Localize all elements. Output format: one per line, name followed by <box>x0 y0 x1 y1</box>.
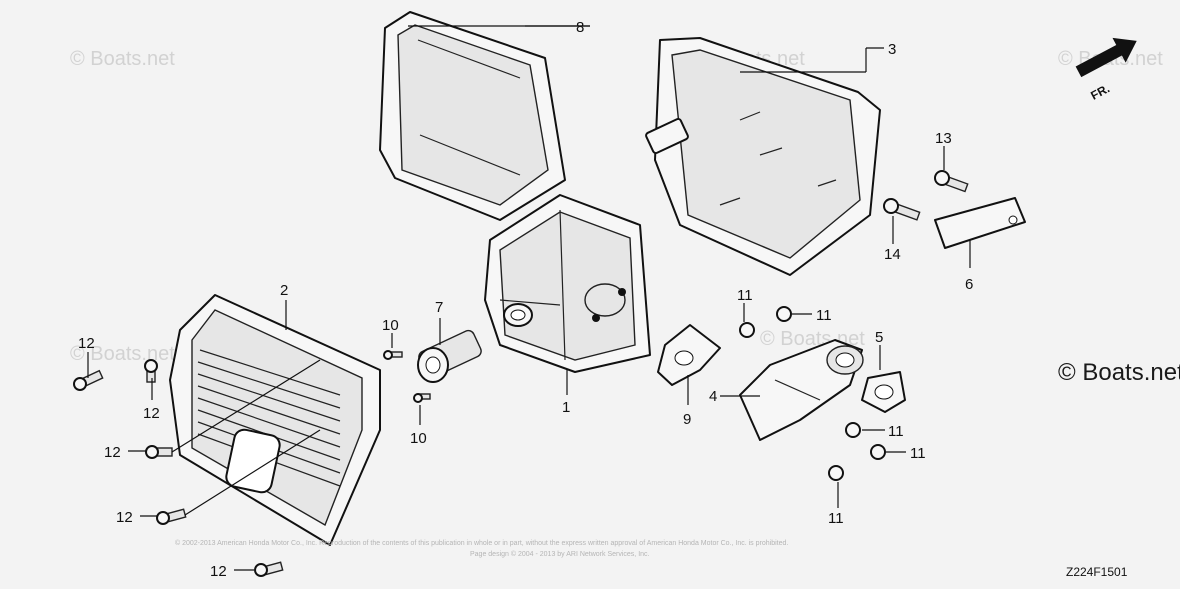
callout-10-lower: 10 <box>410 430 427 447</box>
callout-14: 14 <box>884 246 901 263</box>
callout-12-d: 12 <box>116 509 133 526</box>
watermark-right-mid: © Boats.net <box>1058 359 1180 386</box>
callout-12-e: 12 <box>210 563 227 580</box>
part-2-muffler-front-cover[interactable] <box>169 294 381 546</box>
bolt-12-b[interactable] <box>144 359 158 383</box>
callout-5: 5 <box>875 329 883 346</box>
part-6-bracket[interactable] <box>934 197 1026 249</box>
callout-10-upper: 10 <box>382 317 399 334</box>
callout-11-b: 11 <box>816 307 832 324</box>
copyright-line-1: © 2002-2013 American Honda Motor Co., In… <box>175 539 788 547</box>
callout-9: 9 <box>683 411 691 428</box>
callout-12-b: 12 <box>143 405 160 422</box>
front-label: FR. <box>1088 81 1112 102</box>
callout-4: 4 <box>709 388 717 405</box>
part-3-muffler-cover[interactable] <box>645 37 881 276</box>
callout-11-c: 11 <box>888 423 904 440</box>
nut-11-c[interactable] <box>845 422 861 438</box>
bolt-13[interactable] <box>934 170 969 193</box>
watermark-top-left: © Boats.net <box>70 48 175 70</box>
callout-12-c: 12 <box>104 444 121 461</box>
screw-10-b[interactable] <box>413 393 431 403</box>
bolt-12-d[interactable] <box>156 508 187 525</box>
part-4-exhaust-pipe[interactable] <box>739 339 864 441</box>
part-1-muffler[interactable] <box>484 194 651 373</box>
callout-12-a: 12 <box>78 335 95 352</box>
part-8-muffler-protector[interactable] <box>379 11 566 221</box>
nut-11-b[interactable] <box>776 306 792 322</box>
callout-11-e: 11 <box>828 510 844 527</box>
bolt-14[interactable] <box>883 198 921 221</box>
diagram-code: Z224F1501 <box>1066 565 1128 579</box>
callout-6: 6 <box>965 276 973 293</box>
callout-11-a: 11 <box>737 287 753 304</box>
screw-10-a[interactable] <box>383 350 403 360</box>
callout-2: 2 <box>280 282 288 299</box>
bolt-12-e[interactable] <box>254 561 284 577</box>
copyright-line-2: Page design © 2004 - 2013 by ARI Network… <box>470 550 650 558</box>
nut-11-d[interactable] <box>870 444 886 460</box>
callout-13: 13 <box>935 130 952 147</box>
part-7-spark-arrester[interactable] <box>417 329 483 383</box>
part-5-exhaust-gasket[interactable] <box>861 371 906 413</box>
bolt-12-a[interactable] <box>73 369 104 391</box>
nut-11-e[interactable] <box>828 465 844 481</box>
callout-11-d: 11 <box>910 445 926 462</box>
part-9-gasket[interactable] <box>657 324 721 386</box>
nut-11-a[interactable] <box>739 322 755 338</box>
callout-8: 8 <box>576 19 584 36</box>
bolt-12-c[interactable] <box>145 445 173 459</box>
callout-1: 1 <box>562 399 570 416</box>
callout-7: 7 <box>435 299 443 316</box>
callout-3: 3 <box>888 41 896 58</box>
leader-lines <box>87 25 971 571</box>
